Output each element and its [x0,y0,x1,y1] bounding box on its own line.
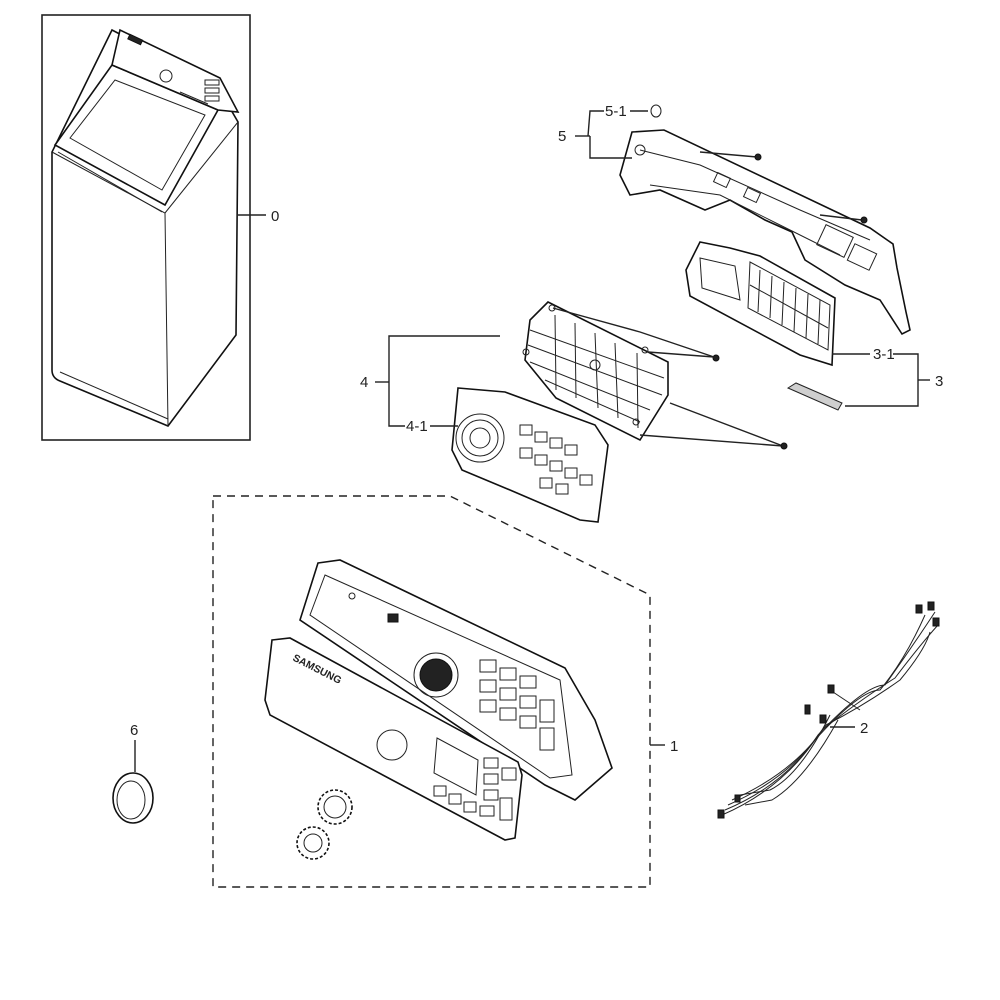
part-1-dashed-boundary [212,495,651,888]
washer-illustration [51,28,240,427]
callout-0: 0 [271,208,279,225]
part-3-group: 3-1 3 [685,241,943,411]
callout-1: 1 [670,738,678,755]
callout-2: 2 [860,720,868,737]
part-5-1-grommet [650,104,662,118]
washer-frame [41,14,251,441]
callout-5-1: 5-1 [605,103,627,120]
screw-icon [712,354,720,362]
part-1-group: 1 SAMSUNG [212,495,678,888]
part-1-panel-back [299,559,613,801]
part-6-cap [112,772,154,824]
part-2-group: 2 [717,601,940,819]
part-2-wire-harness [721,611,939,816]
part-1-knob [296,826,330,860]
part-5-bracket [619,129,911,336]
part-5-group: 5-1 5 [558,103,911,336]
part-4-group: 4 4-1 [360,301,788,523]
part-6-group: 6 [112,722,154,824]
part-3-strip [786,382,843,411]
part-1-knob-ring [317,789,353,825]
harness-connectors [717,601,940,819]
part-1-panel-front [264,637,523,841]
screw-icon [754,153,762,161]
screw-icon [860,216,868,224]
pcb-heatsink [747,261,831,351]
callout-4-1: 4-1 [406,418,428,435]
callout-3: 3 [935,373,943,390]
screw-icon [780,442,788,450]
callout-5: 5 [558,128,566,145]
callout-4: 4 [360,374,368,391]
part-0-washer-group: 0 [41,14,279,441]
callout-6: 6 [130,722,138,739]
part-4-1-display-board [451,387,609,523]
callout-3-1: 3-1 [873,346,895,363]
